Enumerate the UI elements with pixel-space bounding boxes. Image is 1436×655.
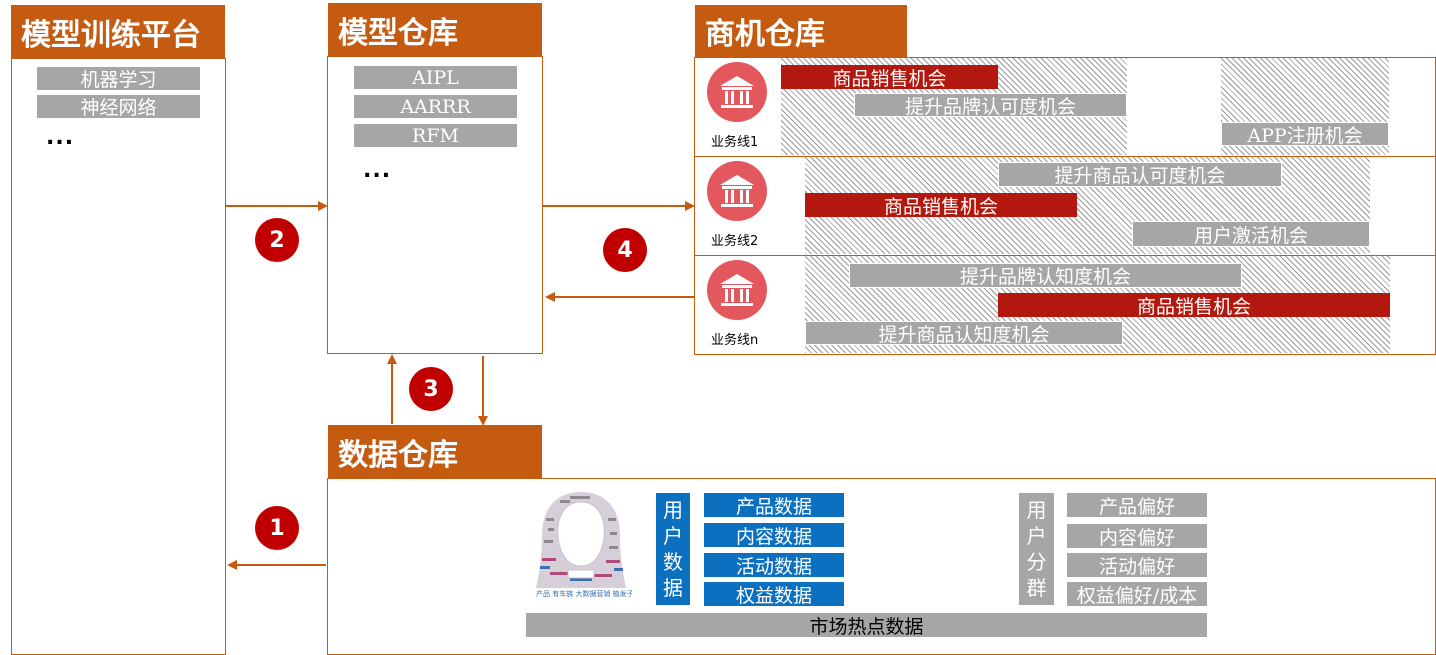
user-data-label-char: 用 [663, 498, 683, 522]
training-platform-title: 模型训练平台 [11, 5, 225, 58]
user-data-label-char: 数 [663, 550, 683, 574]
svg-text:产品 有车族 大数据营销 植发子: 产品 有车族 大数据营销 植发子 [536, 589, 632, 598]
user-portrait-icon: 产品 有车族 大数据营销 植发子 [536, 492, 632, 598]
user-data-label-char: 据 [663, 576, 683, 600]
user-data-item-product: 产品数据 [704, 493, 844, 518]
training-ellipsis: ... [46, 125, 75, 150]
bank-icon [707, 260, 767, 320]
segment-item-activity-preference: 活动偏好 [1067, 553, 1207, 578]
model-item-aarrr: AARRR [354, 95, 517, 118]
user-segment-label-char: 用 [1026, 498, 1047, 522]
model-ellipsis: ... [363, 158, 392, 183]
bank-icon [707, 62, 767, 122]
opportunity-chip-sales: 商品销售机会 [805, 193, 1077, 218]
step-badge-1: 1 [255, 506, 299, 550]
opportunity-chip-brand-awareness: 提升品牌认知度机会 [849, 263, 1242, 288]
user-data-label: 用 户 数 据 [656, 493, 690, 605]
training-item-neural-network: 神经网络 [37, 95, 200, 119]
step-badge-4: 4 [603, 228, 647, 272]
divider [694, 255, 1436, 256]
segment-item-product-preference: 产品偏好 [1067, 493, 1207, 518]
user-segment-label: 用 户 分 群 [1019, 493, 1054, 605]
model-item-rfm: RFM [354, 124, 517, 147]
opportunity-chip-sales: 商品销售机会 [998, 293, 1390, 318]
segment-item-rights-preference: 权益偏好/成本 [1067, 582, 1207, 607]
user-data-item-content: 内容数据 [704, 523, 844, 548]
model-repo-title: 模型仓库 [328, 3, 542, 56]
business-line-label: 业务线1 [711, 135, 759, 150]
training-platform-panel [11, 58, 226, 655]
model-item-aipl: AIPL [354, 66, 517, 89]
training-item-machine-learning: 机器学习 [37, 67, 200, 91]
business-line-label: 业务线2 [711, 234, 759, 249]
business-line-label: 业务线n [711, 333, 759, 348]
opportunity-repo-title: 商机仓库 [695, 5, 907, 57]
user-segment-label-char: 户 [1026, 524, 1047, 548]
business-line-2: 业务线2 提升商品认可度机会 商品销售机会 用户激活机会 [695, 157, 1435, 255]
data-repo-title: 数据仓库 [328, 425, 542, 478]
opportunity-chip-app-register: APP注册机会 [1221, 122, 1389, 147]
user-data-item-activity: 活动数据 [704, 553, 844, 578]
user-segment-label-char: 分 [1026, 550, 1047, 574]
business-line-n: 业务线n 提升品牌认知度机会 商品销售机会 提升商品认知度机会 [695, 256, 1435, 354]
user-data-label-char: 户 [663, 524, 683, 548]
user-segment-label-char: 群 [1026, 576, 1047, 600]
bank-icon [707, 161, 767, 221]
user-data-item-rights: 权益数据 [704, 582, 844, 607]
step-badge-3: 3 [409, 367, 453, 411]
divider [694, 156, 1436, 157]
market-hotspot-data: 市场热点数据 [526, 613, 1207, 638]
segment-item-content-preference: 内容偏好 [1067, 524, 1207, 549]
step-badge-2: 2 [255, 218, 299, 262]
opportunity-chip-product-awareness: 提升商品认知度机会 [805, 321, 1123, 346]
opportunity-chip-user-activation: 用户激活机会 [1132, 221, 1370, 247]
opportunity-chip-product-recognition: 提升商品认可度机会 [998, 162, 1282, 187]
opportunity-chip-brand-recognition: 提升品牌认可度机会 [854, 93, 1127, 118]
business-line-1: 业务线1 商品销售机会 提升品牌认可度机会 APP注册机会 [695, 58, 1435, 156]
opportunity-chip-sales: 商品销售机会 [781, 65, 998, 90]
